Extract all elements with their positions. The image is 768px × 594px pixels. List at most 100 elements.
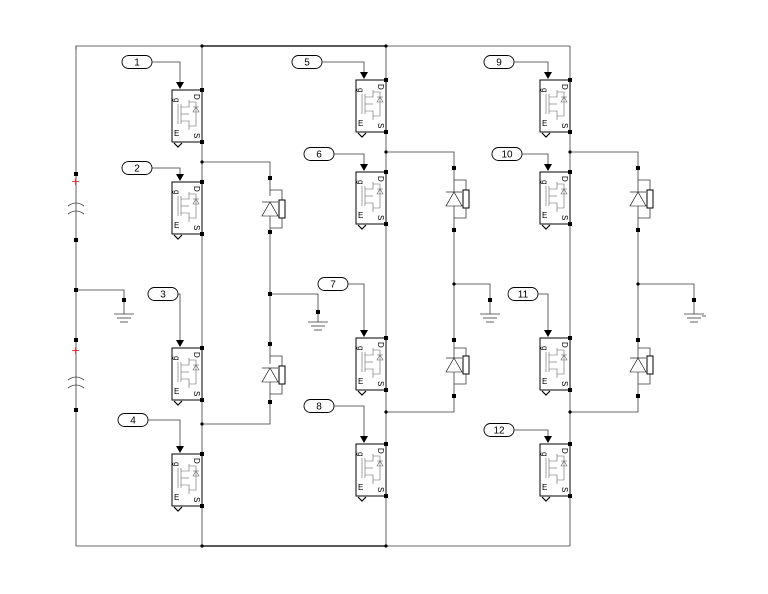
emitter-pin-label: E [542, 119, 547, 128]
dc-source-1: + [67, 172, 85, 242]
gate-pin-label: g [356, 346, 365, 350]
gate-tag-8[interactable]: 8 [303, 399, 368, 444]
emitter-pin-label: E [174, 129, 179, 138]
emitter-pin-label: E [174, 221, 179, 230]
gate-arrow-icon [360, 330, 368, 337]
source-pin-label: S [376, 487, 385, 492]
drain-pin-label: D [376, 176, 385, 182]
gate-pin-label: g [356, 452, 365, 456]
gate-tag-label: 2 [134, 164, 140, 175]
junctions [74, 44, 640, 548]
gate-pin-label: g [540, 346, 549, 350]
source-pin-label: S [560, 487, 569, 492]
drain-pin-label: D [560, 342, 569, 348]
source-pin-label: S [192, 225, 201, 230]
gate-arrow-icon [544, 436, 552, 443]
gate-tag-label: 9 [496, 58, 502, 69]
gate-tag-2[interactable]: 2 [121, 161, 184, 182]
gate-pin-label: g [172, 190, 181, 194]
mosfet-block[interactable]: g D E S [171, 180, 204, 240]
emitter-pin-label: E [358, 483, 363, 492]
source-pin-label: S [192, 133, 201, 138]
gate-arrow-icon [544, 72, 552, 79]
drain-pin-label: D [560, 176, 569, 182]
mosfet-block[interactable]: g D E S [171, 452, 204, 512]
gate-tag-6[interactable]: 6 [303, 147, 368, 172]
gate-arrow-icon [176, 340, 184, 347]
drain-pin-label: D [192, 352, 201, 358]
source-pin-label: S [192, 497, 201, 502]
gate-tag-label: 10 [501, 150, 513, 161]
drain-pin-label: D [560, 84, 569, 90]
source-pin-label: S [376, 123, 385, 128]
gate-pin-label: g [356, 180, 365, 184]
gate-tag-label: 12 [493, 426, 505, 437]
gate-tag-5[interactable]: 5 [291, 55, 368, 80]
gate-arrow-icon [360, 436, 368, 443]
mosfet-block[interactable]: g D E S [355, 442, 388, 502]
gate-tag-label: 4 [130, 416, 136, 427]
gate-tag-label: 8 [316, 402, 322, 413]
drain-pin-label: D [192, 458, 201, 464]
gate-pin-label: g [540, 452, 549, 456]
emitter-pin-label: E [542, 211, 547, 220]
gate-arrow-icon [176, 82, 184, 89]
clamp-diode-branch [570, 151, 695, 413]
source-pin-label: S [192, 391, 201, 396]
gate-arrow-icon [176, 174, 184, 181]
drain-pin-label: D [560, 448, 569, 454]
emitter-pin-label: E [174, 493, 179, 502]
gate-pin-label: g [172, 356, 181, 360]
gate-arrow-icon [544, 330, 552, 337]
gate-tag-4[interactable]: 4 [117, 413, 184, 454]
ground-icon [480, 298, 500, 323]
gate-arrow-icon [360, 164, 368, 171]
gate-tag-9[interactable]: 9 [483, 55, 552, 80]
gate-tag-11[interactable]: 11 [507, 287, 552, 338]
gate-tag-3[interactable]: 3 [147, 287, 184, 348]
gate-tag-label: 3 [160, 290, 166, 301]
drain-pin-label: D [376, 84, 385, 90]
mosfet-block[interactable]: g D E S [171, 346, 204, 406]
drain-pin-label: D [192, 94, 201, 100]
gate-tag-1[interactable]: 1 [121, 55, 184, 90]
gate-tag-7[interactable]: 7 [317, 277, 368, 338]
source-pin-label: S [560, 215, 569, 220]
dc-source-2: + [67, 338, 85, 412]
gate-tag-12[interactable]: 12 [483, 423, 552, 444]
gate-tag-label: 11 [518, 290, 529, 301]
gate-arrow-icon [176, 446, 184, 453]
emitter-pin-label: E [358, 377, 363, 386]
mosfet-block[interactable]: g D E S [355, 170, 388, 230]
clamp-diode-branch [202, 161, 319, 425]
gate-tag-10[interactable]: 10 [491, 147, 552, 172]
emitter-pin-label: E [358, 211, 363, 220]
source-pin-label: S [560, 381, 569, 386]
ground-icon [114, 298, 134, 323]
mosfet-block[interactable]: g D E S [539, 442, 572, 502]
emitter-pin-label: E [542, 483, 547, 492]
source-pin-label: S [560, 123, 569, 128]
source-pin-label: S [376, 381, 385, 386]
emitter-pin-label: E [174, 387, 179, 396]
mosfet-block[interactable]: g D E S [355, 336, 388, 396]
source-pin-label: S [376, 215, 385, 220]
drain-pin-label: D [192, 186, 201, 192]
drain-pin-label: D [376, 342, 385, 348]
mosfet-block[interactable]: g D E S [539, 78, 572, 138]
gate-tag-label: 7 [330, 280, 336, 291]
gate-pin-label: g [540, 88, 549, 92]
gate-pin-label: g [172, 462, 181, 466]
drain-pin-label: D [376, 448, 385, 454]
gate-arrow-icon [360, 72, 368, 79]
gate-tag-label: 1 [134, 58, 140, 69]
polarity-plus-2: + [71, 344, 80, 357]
polarity-plus-1: + [71, 175, 80, 188]
